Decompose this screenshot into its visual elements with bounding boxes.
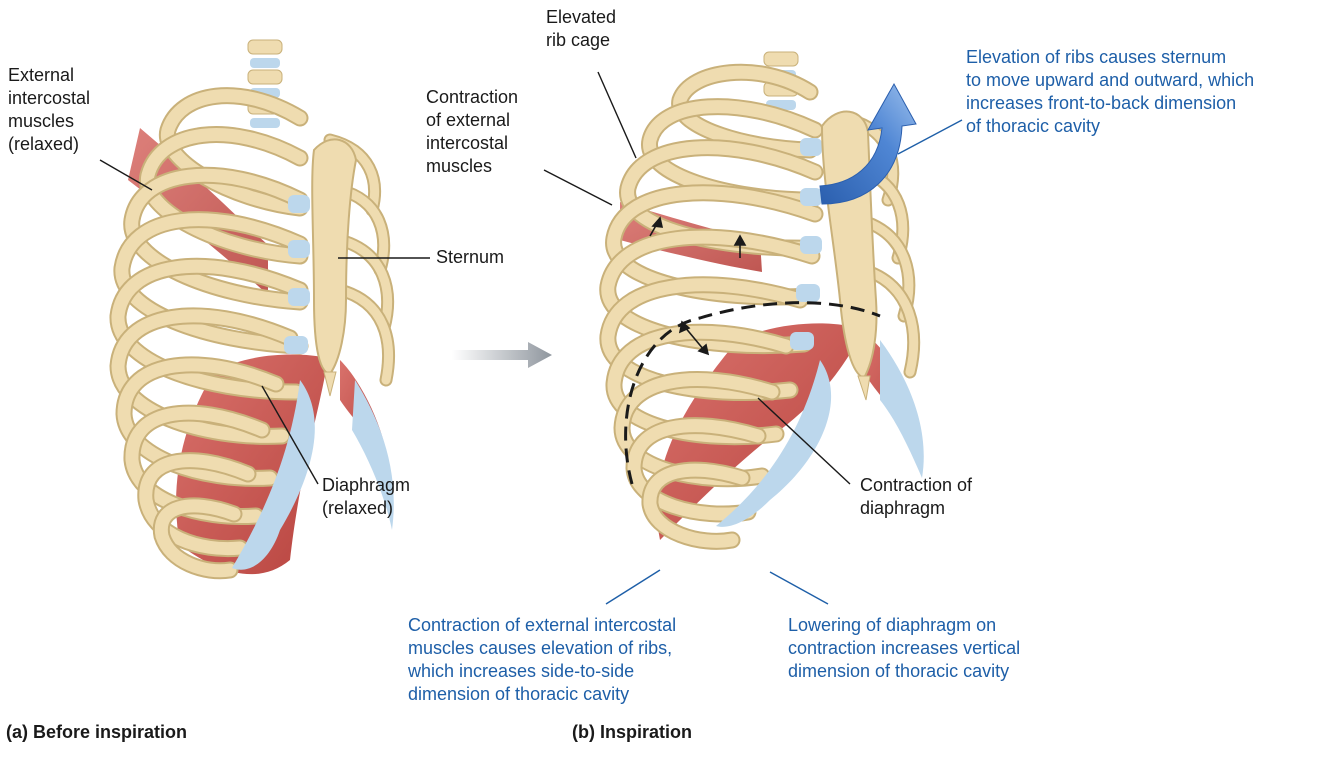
xiphoid-a [324, 372, 336, 396]
label-line: Lowering of diaphragm on [788, 614, 1020, 637]
label-line: muscles [426, 155, 518, 178]
xiphoid-b [858, 376, 870, 400]
label-line: (relaxed) [322, 497, 410, 520]
label-line: contraction increases vertical [788, 637, 1020, 660]
label-line: increases front-to-back dimension [966, 92, 1254, 115]
sternum-a [312, 139, 356, 374]
label-line: rib cage [546, 29, 616, 52]
rib-cage-b [608, 52, 924, 541]
label-line: Diaphragm [322, 474, 410, 497]
note-intercostal-elevation: Contraction of external intercostal musc… [408, 614, 676, 706]
label-line: dimension of thoracic cavity [408, 683, 676, 706]
label-line: intercostal [426, 132, 518, 155]
label-line: Elevation of ribs causes sternum [966, 46, 1254, 69]
label-line: External [8, 64, 90, 87]
label-line: of thoracic cavity [966, 115, 1254, 138]
label-line: Contraction of external intercostal [408, 614, 676, 637]
note-diaphragm-lowering: Lowering of diaphragm on contraction inc… [788, 614, 1020, 683]
label-elevated-rib-cage: Elevated rib cage [546, 6, 616, 52]
label-line: dimension of thoracic cavity [788, 660, 1020, 683]
label-contraction-diaphragm: Contraction of diaphragm [860, 474, 972, 520]
label-line: muscles [8, 110, 90, 133]
label-line: diaphragm [860, 497, 972, 520]
label-external-intercostal-relaxed: External intercostal muscles (relaxed) [8, 64, 90, 156]
label-line: intercostal [8, 87, 90, 110]
label-line: to move upward and outward, which [966, 69, 1254, 92]
label-sternum: Sternum [436, 246, 504, 269]
label-line: which increases side-to-side [408, 660, 676, 683]
label-diaphragm-relaxed: Diaphragm (relaxed) [322, 474, 410, 520]
note-sternum-movement: Elevation of ribs causes sternum to move… [966, 46, 1254, 138]
transition-arrow [452, 342, 552, 368]
caption-panel-a: (a) Before inspiration [6, 722, 187, 743]
label-line: Contraction of [860, 474, 972, 497]
label-line: muscles causes elevation of ribs, [408, 637, 676, 660]
label-line: Contraction [426, 86, 518, 109]
label-line: of external [426, 109, 518, 132]
label-line: (relaxed) [8, 133, 90, 156]
label-line: Elevated [546, 6, 616, 29]
caption-panel-b: (b) Inspiration [572, 722, 692, 743]
label-line: Sternum [436, 246, 504, 269]
label-contraction-external-intercostal: Contraction of external intercostal musc… [426, 86, 518, 178]
